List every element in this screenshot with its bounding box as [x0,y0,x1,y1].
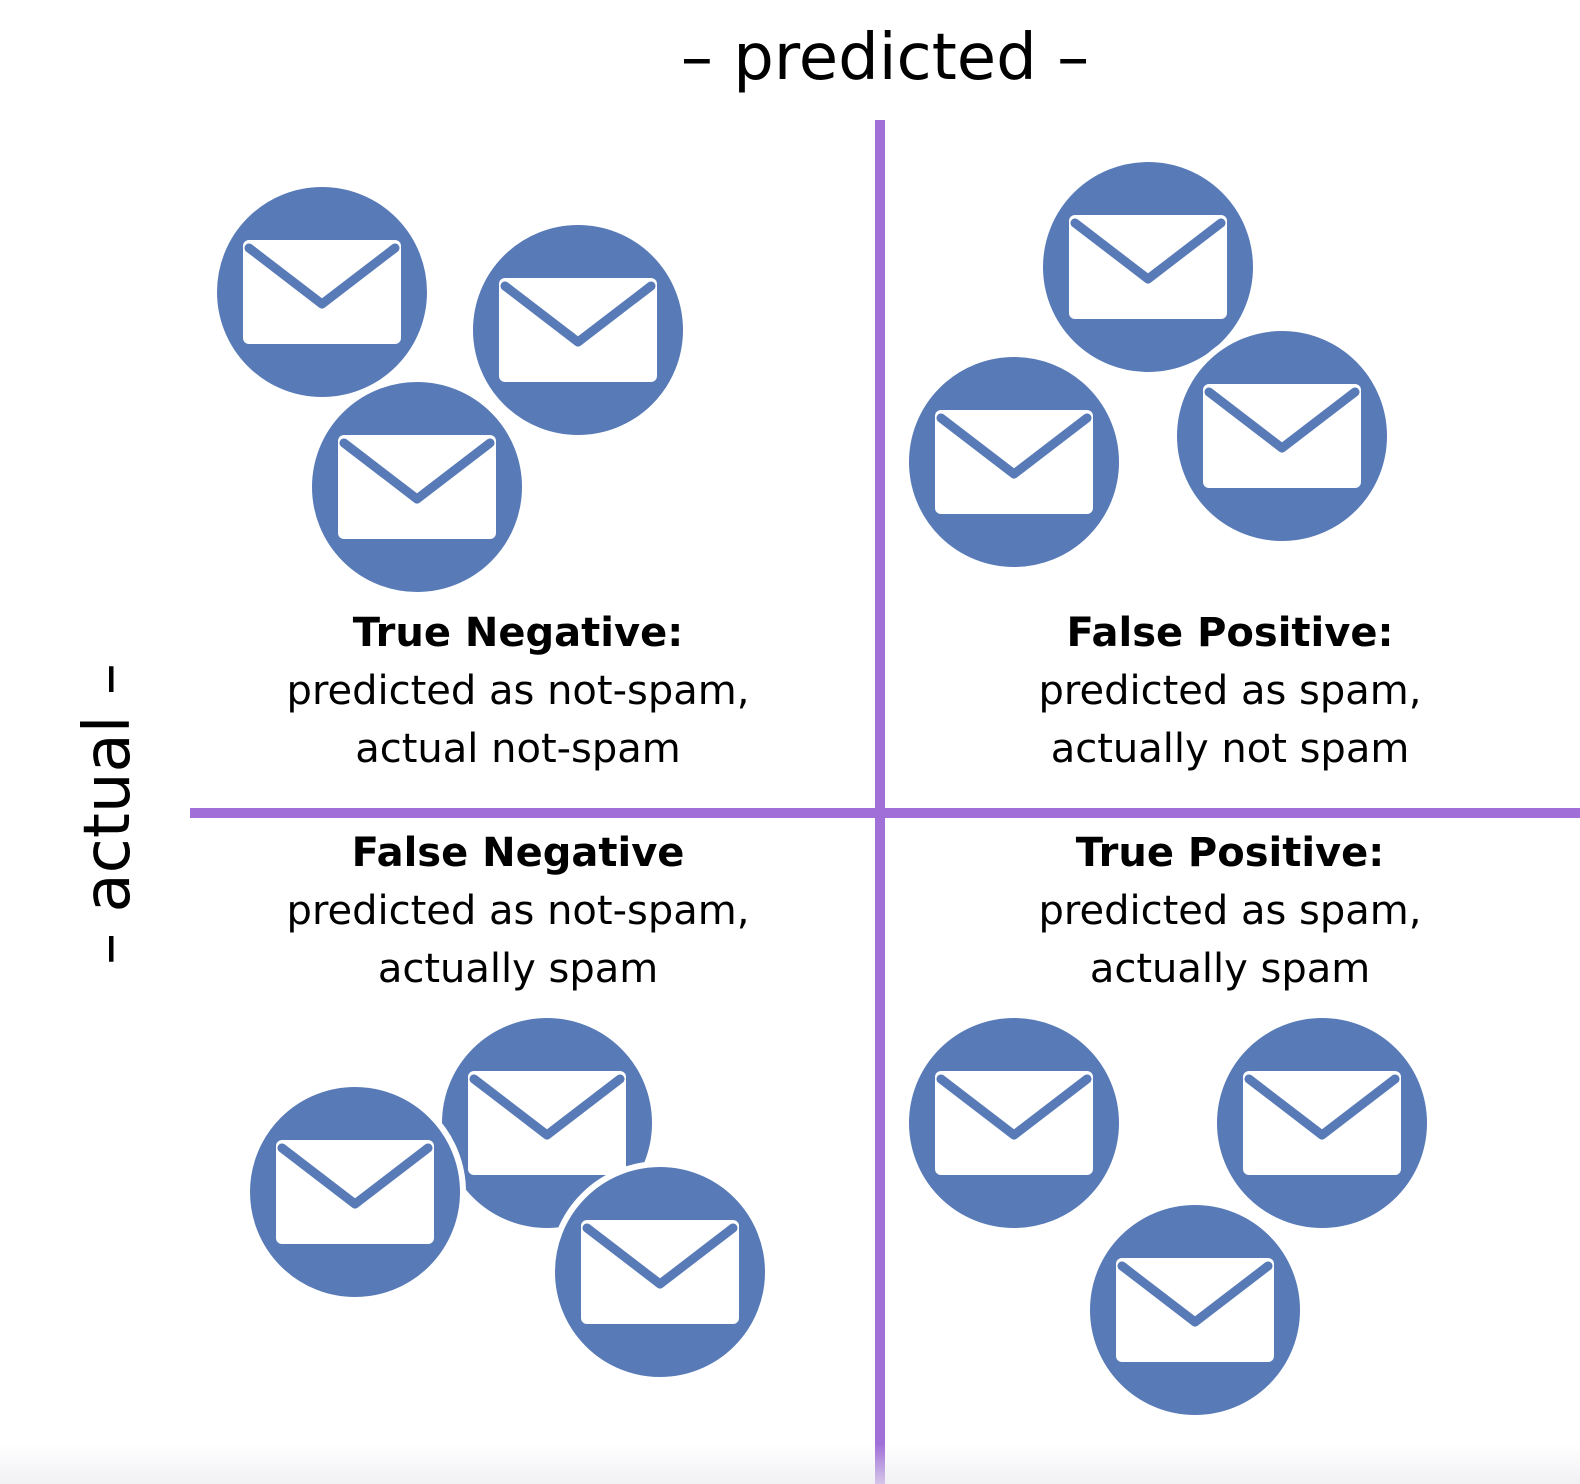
true-positive-line1: predicted as spam, [1038,888,1422,934]
false-negative-label: False Negative predicted as not-spam, ac… [238,824,798,998]
predicted-axis-label: – predicted – [680,21,1090,95]
true-negative-title: True Negative: [352,610,684,656]
vertical-divider [875,120,885,1484]
true-positive-label: True Positive: predicted as spam, actual… [950,824,1510,998]
false-negative-line1: predicted as not-spam, [286,888,750,934]
envelope-icon [906,1015,1122,1231]
fp-email-icons [906,159,1390,570]
envelope-icon [906,354,1122,570]
fn-email-icons [247,1015,768,1380]
envelope-icon [552,1164,768,1380]
envelope-icon [214,184,430,400]
envelope-icon [247,1084,463,1300]
false-positive-line2: actually not spam [1050,726,1410,772]
true-negative-label: True Negative: predicted as not-spam, ac… [238,604,798,778]
horizontal-divider [190,808,1580,818]
false-positive-title: False Positive: [1066,610,1394,656]
envelope-icon [1087,1202,1303,1418]
true-negative-line1: predicted as not-spam, [286,668,750,714]
false-positive-label: False Positive: predicted as spam, actua… [950,604,1510,778]
false-negative-line2: actually spam [377,946,659,992]
false-negative-title: False Negative [351,830,685,876]
envelope-icon [1214,1015,1430,1231]
envelope-icon [1174,328,1390,544]
true-negative-line2: actual not-spam [355,726,681,772]
true-positive-line2: actually spam [1089,946,1371,992]
envelope-icon [470,222,686,438]
false-positive-line1: predicted as spam, [1038,668,1422,714]
envelope-icon [309,379,525,595]
tp-email-icons [906,1015,1430,1418]
true-positive-title: True Positive: [1075,830,1385,876]
tn-email-icons [214,184,686,595]
